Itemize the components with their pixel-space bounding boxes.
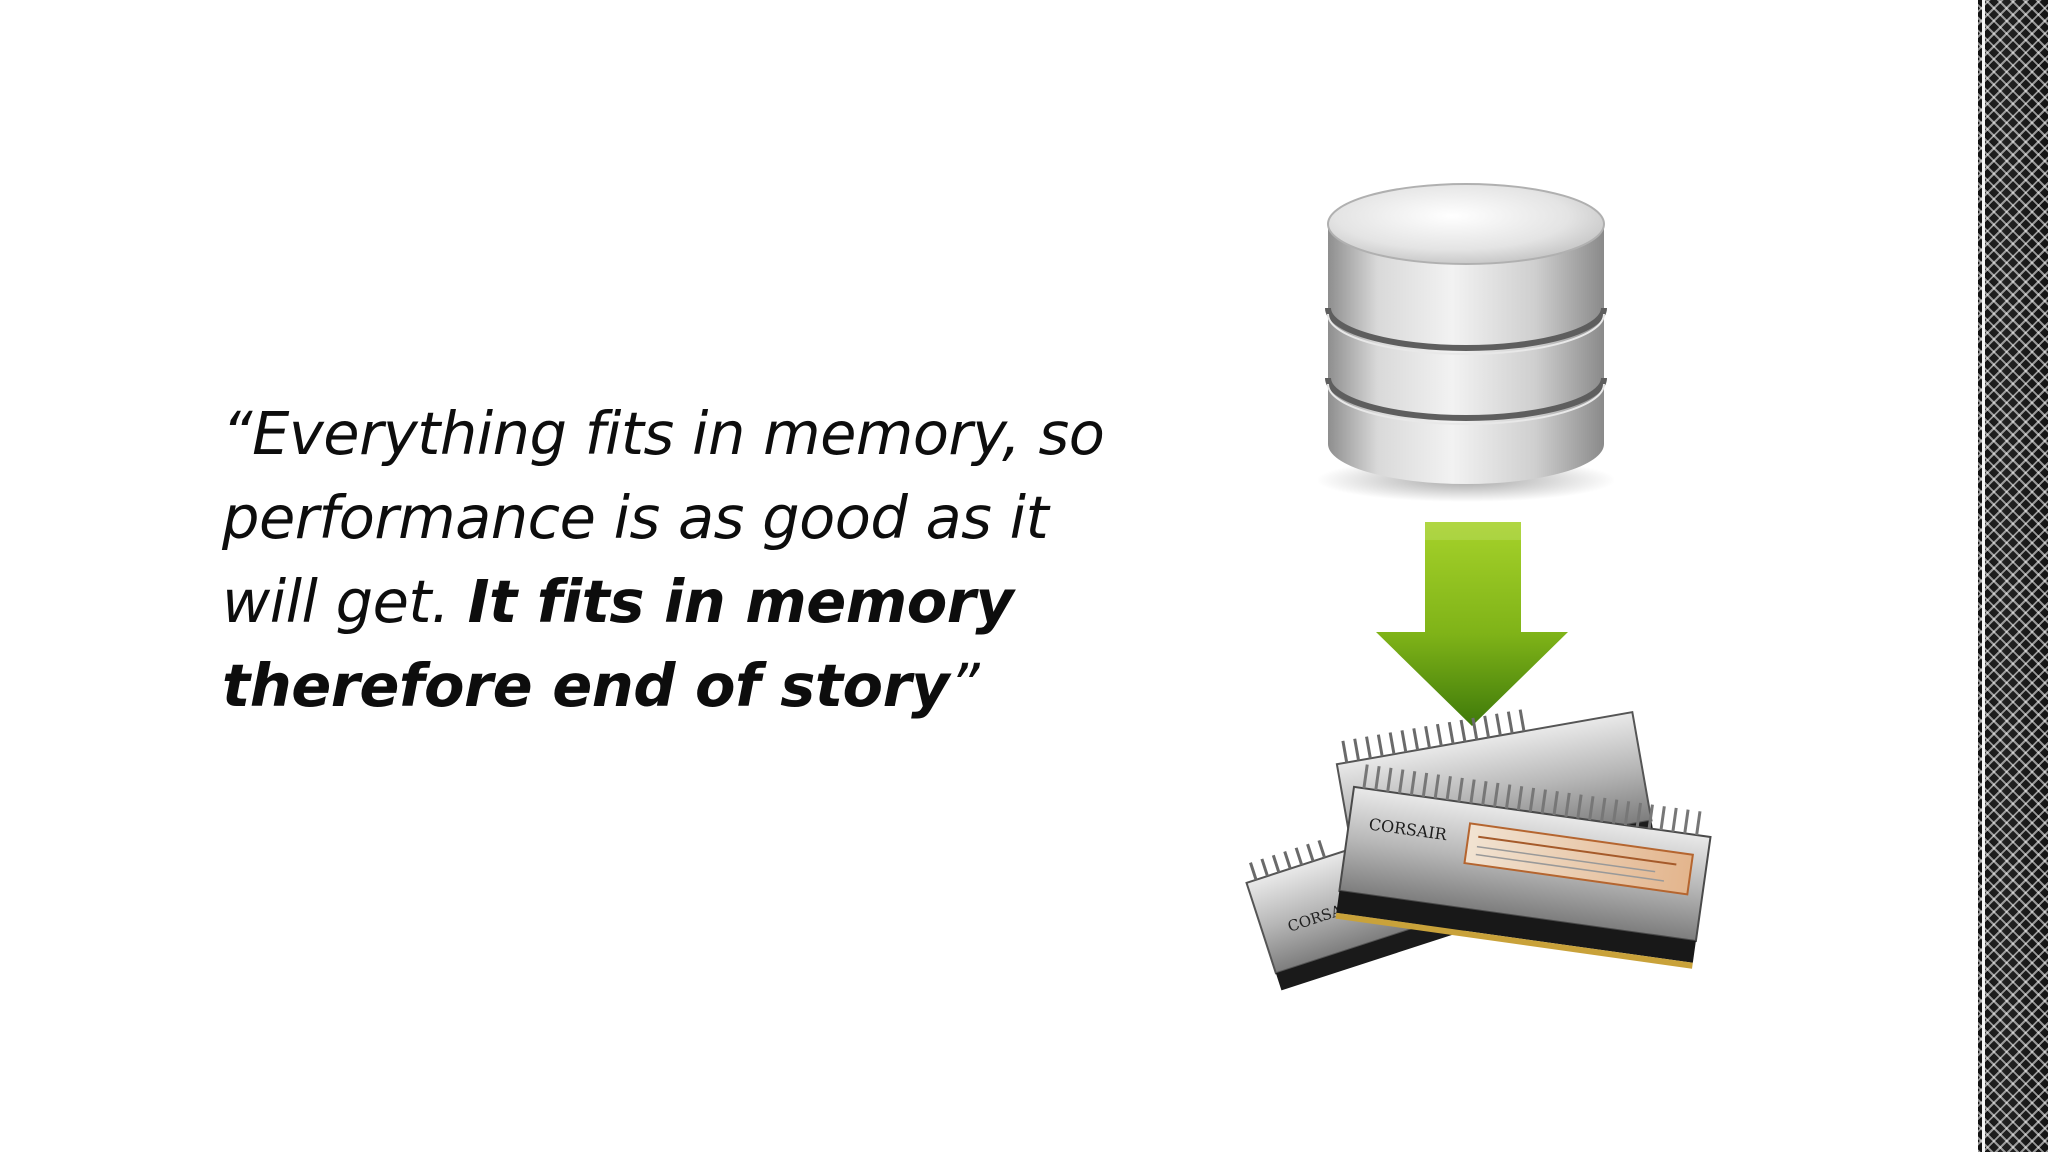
quote-text: “Everything fits in memory, so performan… [222, 392, 1142, 728]
database-icon [1318, 183, 1614, 502]
quote-open-mark: “ [222, 399, 253, 468]
ram-modules-image: CORSAIR CORSAIR [1245, 709, 1712, 991]
side-band-edge [1982, 0, 1985, 1152]
quote-bold-part: It fits in memory therefore end of story [222, 567, 1014, 720]
decorative-side-band [1978, 0, 2048, 1152]
down-arrow-icon [1376, 522, 1568, 726]
quote-normal-part: Everything fits in memory, so performanc… [222, 399, 1105, 636]
quote-close-mark: ” [949, 651, 980, 720]
